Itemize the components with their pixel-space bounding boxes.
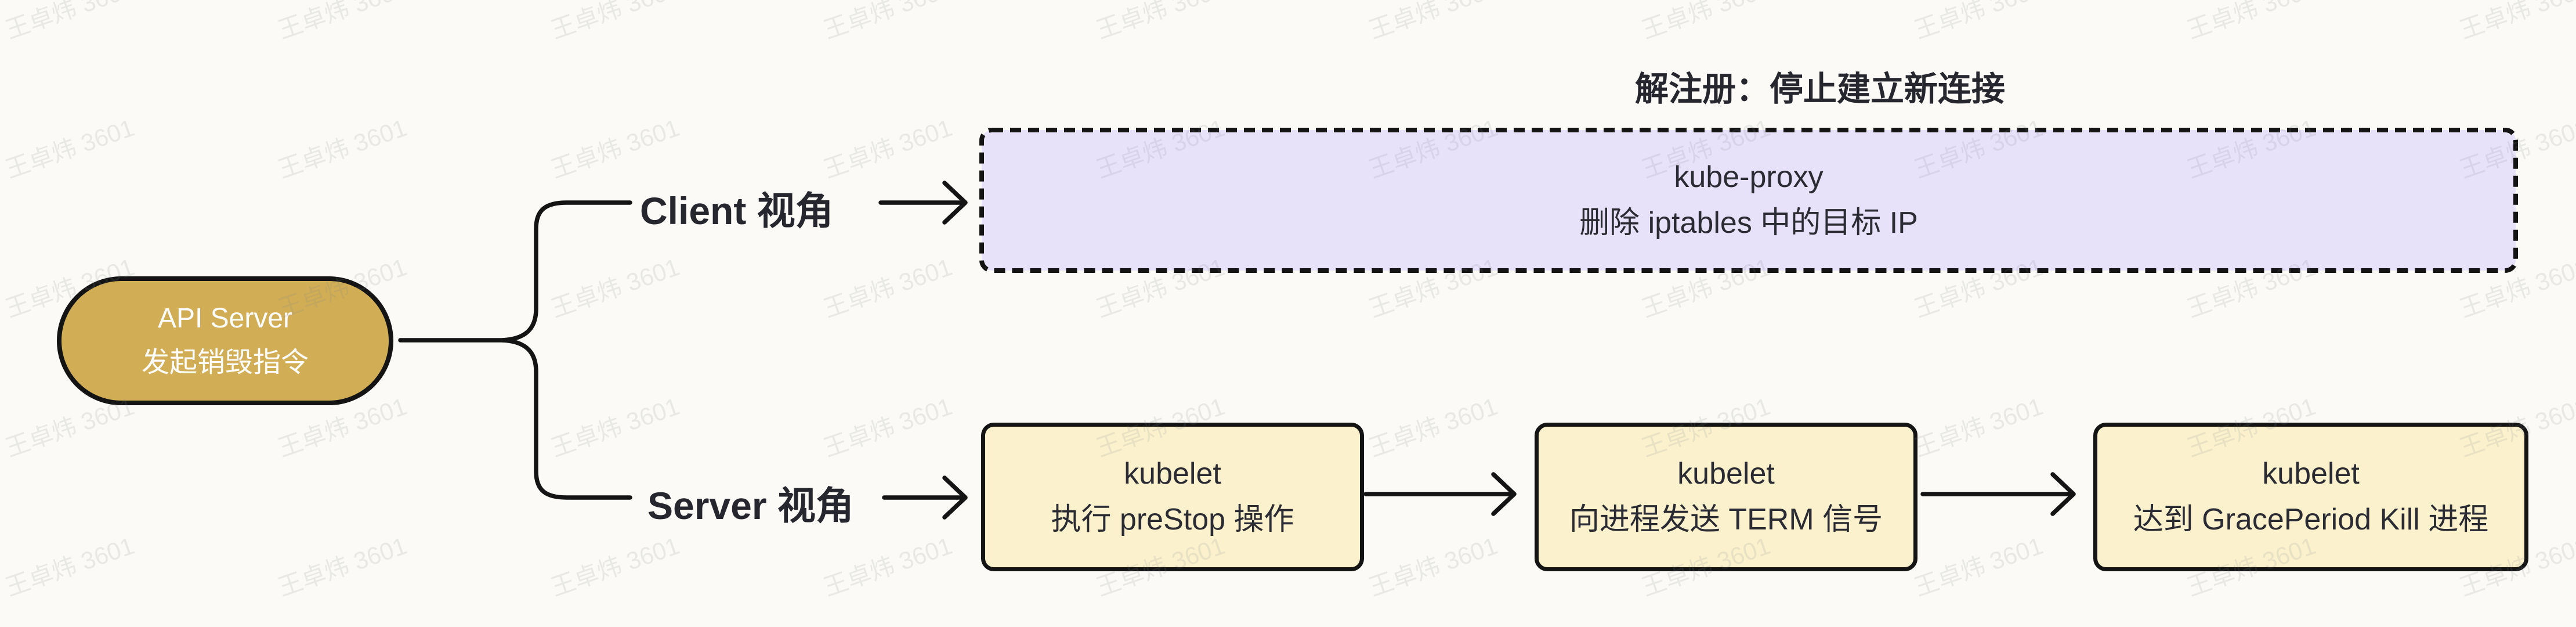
node-kubelet-graceperiod-line1: kubelet xyxy=(2262,456,2360,491)
node-kubelet-term-line1: kubelet xyxy=(1677,456,1775,491)
node-kubelet-graceperiod: kubelet 达到 GracePeriod Kill 进程 xyxy=(2093,423,2528,571)
node-kube-proxy-line1: kube-proxy xyxy=(1674,160,1824,194)
node-kubelet-term-line2: 向进程发送 TERM 信号 xyxy=(1569,503,1883,536)
branch-line-server xyxy=(500,338,632,500)
arrow-step2-step3-head xyxy=(2050,472,2076,516)
node-api-server-line2: 发起销毁指令 xyxy=(141,347,309,378)
arrow-step1-step2-head xyxy=(1491,472,1517,516)
arrow-server-head xyxy=(942,475,968,520)
arrow-client-head xyxy=(942,181,968,225)
node-kubelet-graceperiod-line2: 达到 GracePeriod Kill 进程 xyxy=(2133,503,2489,536)
node-kubelet-prestop-line1: kubelet xyxy=(1124,456,1221,491)
node-kube-proxy-line2: 删除 iptables 中的目标 IP xyxy=(1579,206,1918,240)
branch-line-client xyxy=(500,200,632,343)
deregister-annotation: 解注册：停止建立新连接 xyxy=(1635,70,2006,108)
server-branch-label: Server 视角 xyxy=(647,484,854,527)
node-kubelet-term: kubelet 向进程发送 TERM 信号 xyxy=(1535,423,1917,571)
node-kubelet-prestop-line2: 执行 preStop 操作 xyxy=(1051,503,1294,536)
node-api-server-line1: API Server xyxy=(157,303,293,334)
node-kubelet-prestop: kubelet 执行 preStop 操作 xyxy=(981,423,1364,571)
kube-proxy-box-outline xyxy=(979,128,2518,273)
node-api-server: API Server 发起销毁指令 xyxy=(57,276,393,405)
node-kube-proxy: kube-proxy 删除 iptables 中的目标 IP xyxy=(979,128,2518,273)
client-branch-label: Client 视角 xyxy=(640,189,834,232)
